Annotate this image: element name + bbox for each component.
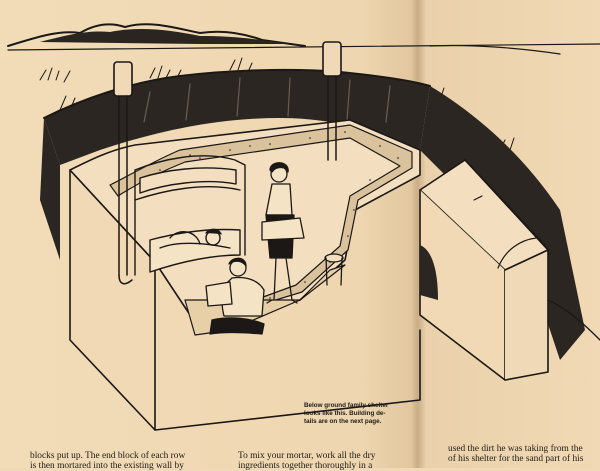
horizon-line <box>7 43 600 51</box>
stool <box>324 253 344 286</box>
caption-line: Below ground family shelter <box>304 402 389 409</box>
illustration-caption: Below ground family shelter looks like t… <box>304 402 416 426</box>
text-line: To mix your mortar, work all the dry <box>238 451 376 461</box>
excavation-back-earth <box>44 69 430 165</box>
front-wall-bottom <box>154 329 421 431</box>
text-line: of his shelter for the sand part of his <box>448 454 584 464</box>
hills-fill <box>40 29 290 44</box>
entrance-hatch <box>419 159 549 381</box>
hills-outline <box>7 23 306 47</box>
excavation-left-earth <box>40 118 60 260</box>
caption-line: tails are on the next page. <box>304 418 382 425</box>
text-line: blocks put up. The end block of each row <box>30 451 186 461</box>
man-figure <box>205 257 265 335</box>
text-line: is then mortared into the existing wall … <box>30 461 184 471</box>
bunk-bed <box>134 155 246 276</box>
right-horizon <box>429 44 561 55</box>
caption-line: looks like this. Building de- <box>304 410 386 417</box>
text-column-right: used the dirt he was taking from the of … <box>448 444 583 464</box>
ground-top-edge <box>43 68 431 119</box>
text-line: ingredients together thoroughly in a <box>238 461 373 471</box>
text-column-middle: To mix your mortar, work all the dry ing… <box>238 451 375 471</box>
vent-pipe-right <box>322 41 342 161</box>
woman-figure <box>261 162 305 304</box>
text-column-left: blocks put up. The end block of each row… <box>30 451 185 471</box>
vent-pipe-left <box>113 61 133 285</box>
earth-streaks <box>143 77 391 123</box>
text-line: used the dirt he was taking from the <box>448 444 583 454</box>
ground-right <box>547 299 600 341</box>
